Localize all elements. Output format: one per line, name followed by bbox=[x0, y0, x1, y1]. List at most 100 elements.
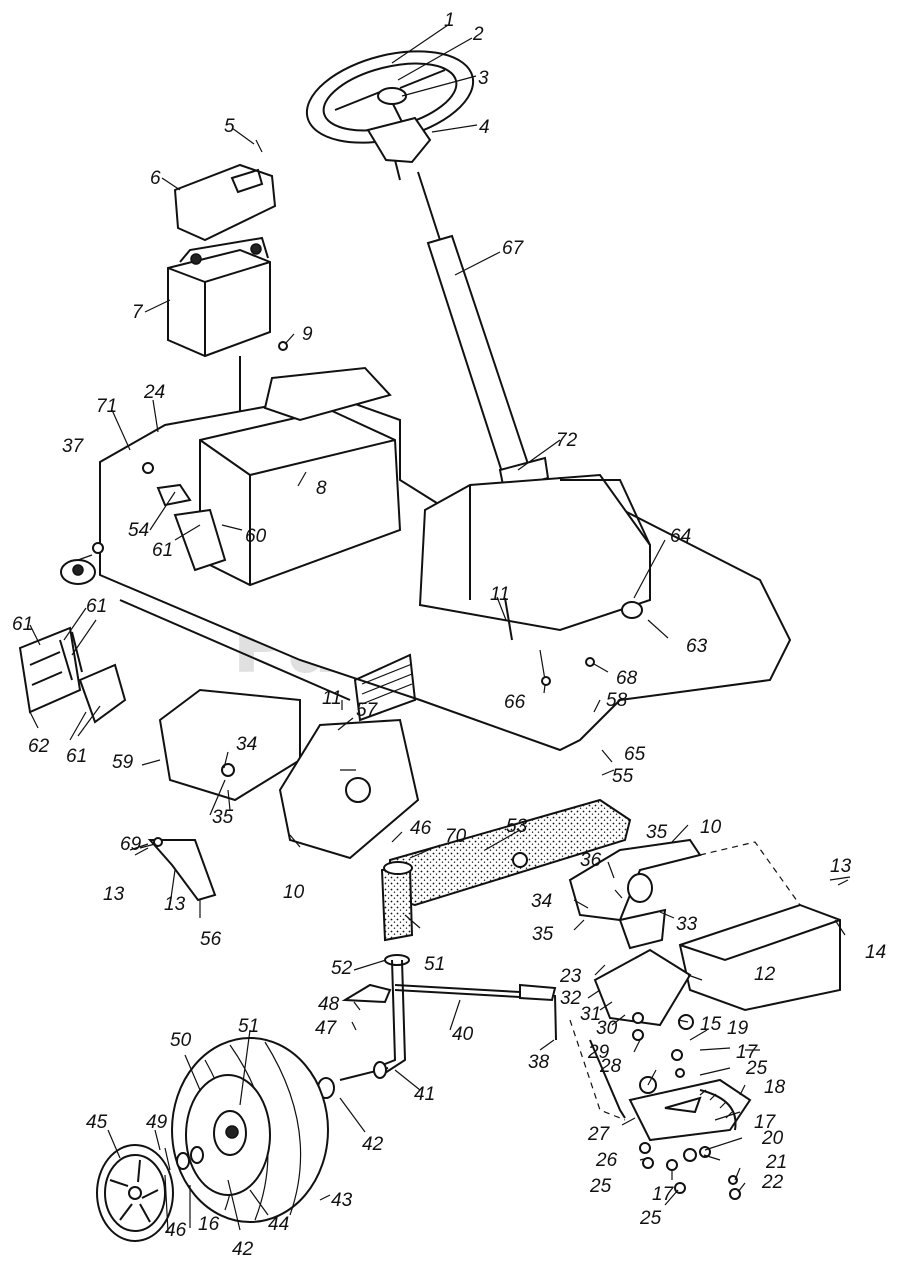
callout-42-wheel: 42 bbox=[232, 1239, 254, 1260]
callout-17-b: 17 bbox=[754, 1112, 777, 1133]
callout-42-spindle: 42 bbox=[362, 1134, 384, 1155]
callout-32: 32 bbox=[560, 988, 582, 1009]
front-axle bbox=[380, 798, 632, 966]
callout-13-right: 13 bbox=[830, 856, 852, 877]
callout-13-left: 13 bbox=[103, 884, 125, 905]
callout-9: 9 bbox=[302, 324, 313, 345]
callout-70: 70 bbox=[445, 826, 467, 847]
callout-40: 40 bbox=[452, 1024, 474, 1045]
callout-49: 49 bbox=[146, 1112, 168, 1133]
callout-53: 53 bbox=[506, 816, 528, 837]
callout-25-c: 25 bbox=[639, 1208, 662, 1229]
callout-labels: 1 2 3 4 5 6 7 8 9 10 10 11 11 12 13 13 1… bbox=[12, 10, 886, 1260]
callout-2: 2 bbox=[472, 24, 484, 45]
callout-35-mid: 35 bbox=[532, 924, 554, 945]
callout-58: 58 bbox=[606, 690, 628, 711]
callout-24: 24 bbox=[143, 382, 165, 403]
callout-71: 71 bbox=[96, 396, 117, 417]
callout-4: 4 bbox=[479, 117, 490, 138]
battery bbox=[167, 236, 288, 420]
callout-43: 43 bbox=[331, 1190, 353, 1211]
callout-14: 14 bbox=[865, 942, 886, 963]
callout-35-left: 35 bbox=[212, 807, 234, 828]
callout-56: 56 bbox=[200, 929, 222, 950]
callout-69: 69 bbox=[120, 834, 142, 855]
callout-6: 6 bbox=[150, 168, 161, 189]
leader-lines bbox=[29, 24, 849, 1233]
callout-27: 27 bbox=[587, 1124, 611, 1145]
callout-72: 72 bbox=[556, 430, 578, 451]
callout-63: 63 bbox=[686, 636, 708, 657]
callout-25-a: 25 bbox=[745, 1058, 768, 1079]
spindle bbox=[317, 1061, 389, 1099]
callout-12: 12 bbox=[754, 964, 776, 985]
sector-gear bbox=[569, 1012, 752, 1200]
callout-17-a: 17 bbox=[736, 1042, 759, 1063]
callout-34-left: 34 bbox=[236, 734, 257, 755]
callout-18: 18 bbox=[764, 1077, 786, 1098]
callout-5: 5 bbox=[224, 116, 235, 137]
callout-8: 8 bbox=[316, 478, 327, 499]
callout-54: 54 bbox=[128, 520, 149, 541]
callout-35-top: 35 bbox=[646, 822, 668, 843]
callout-51-axle: 51 bbox=[424, 954, 445, 975]
callout-23: 23 bbox=[559, 966, 582, 987]
callout-17-c: 17 bbox=[652, 1184, 675, 1205]
callout-61-frame: 61 bbox=[152, 540, 173, 561]
callout-45: 45 bbox=[86, 1112, 108, 1133]
callout-51-wheel: 51 bbox=[238, 1016, 259, 1037]
callout-34-right: 34 bbox=[531, 891, 552, 912]
callout-46-bottom: 46 bbox=[165, 1220, 187, 1241]
callout-68: 68 bbox=[616, 668, 638, 689]
callout-26: 26 bbox=[595, 1150, 618, 1171]
callout-21: 21 bbox=[765, 1152, 787, 1173]
callout-10-left: 10 bbox=[283, 882, 305, 903]
callout-60: 60 bbox=[245, 526, 267, 547]
pedal-linkage bbox=[129, 837, 217, 902]
callout-31: 31 bbox=[580, 1004, 601, 1025]
callout-61-top-left: 61 bbox=[12, 614, 33, 635]
callout-61-top-right: 61 bbox=[86, 596, 107, 617]
callout-52: 52 bbox=[331, 958, 353, 979]
callout-66: 66 bbox=[504, 692, 526, 713]
callout-13-mid: 13 bbox=[164, 894, 186, 915]
callout-47: 47 bbox=[315, 1018, 338, 1039]
callout-7: 7 bbox=[132, 302, 144, 323]
callout-59: 59 bbox=[112, 752, 134, 773]
pivot-bracket bbox=[568, 838, 702, 1027]
callout-46-top: 46 bbox=[410, 818, 432, 839]
front-wheel bbox=[171, 1037, 329, 1223]
callout-67: 67 bbox=[502, 238, 525, 259]
callout-30: 30 bbox=[596, 1018, 618, 1039]
callout-44: 44 bbox=[268, 1214, 289, 1235]
callout-1: 1 bbox=[444, 10, 455, 31]
callout-38: 38 bbox=[528, 1052, 550, 1073]
callout-29: 29 bbox=[587, 1042, 610, 1063]
callout-16: 16 bbox=[198, 1214, 220, 1235]
tie-rod bbox=[341, 959, 557, 1074]
hubcap bbox=[96, 1144, 204, 1242]
callout-48: 48 bbox=[318, 994, 340, 1015]
callout-61-bottom: 61 bbox=[66, 746, 87, 767]
callout-20: 20 bbox=[761, 1128, 784, 1149]
callout-3: 3 bbox=[478, 68, 489, 89]
callout-37: 37 bbox=[62, 436, 85, 457]
callout-15: 15 bbox=[700, 1014, 722, 1035]
pedal-bracket bbox=[18, 626, 127, 724]
callout-64: 64 bbox=[670, 526, 691, 547]
callout-55: 55 bbox=[612, 766, 634, 787]
callout-36: 36 bbox=[580, 850, 602, 871]
callout-50: 50 bbox=[170, 1030, 192, 1051]
callout-62: 62 bbox=[28, 736, 50, 757]
right-shield bbox=[678, 841, 851, 1012]
callout-33: 33 bbox=[676, 914, 698, 935]
dash-shield bbox=[158, 688, 420, 860]
callout-41: 41 bbox=[414, 1084, 435, 1105]
steering-wheel bbox=[305, 50, 475, 181]
battery-cover bbox=[173, 139, 277, 242]
callout-25-b: 25 bbox=[589, 1176, 612, 1197]
callout-28: 28 bbox=[599, 1056, 622, 1077]
tractor-frame bbox=[60, 366, 792, 752]
callout-11-frame: 11 bbox=[490, 584, 510, 605]
